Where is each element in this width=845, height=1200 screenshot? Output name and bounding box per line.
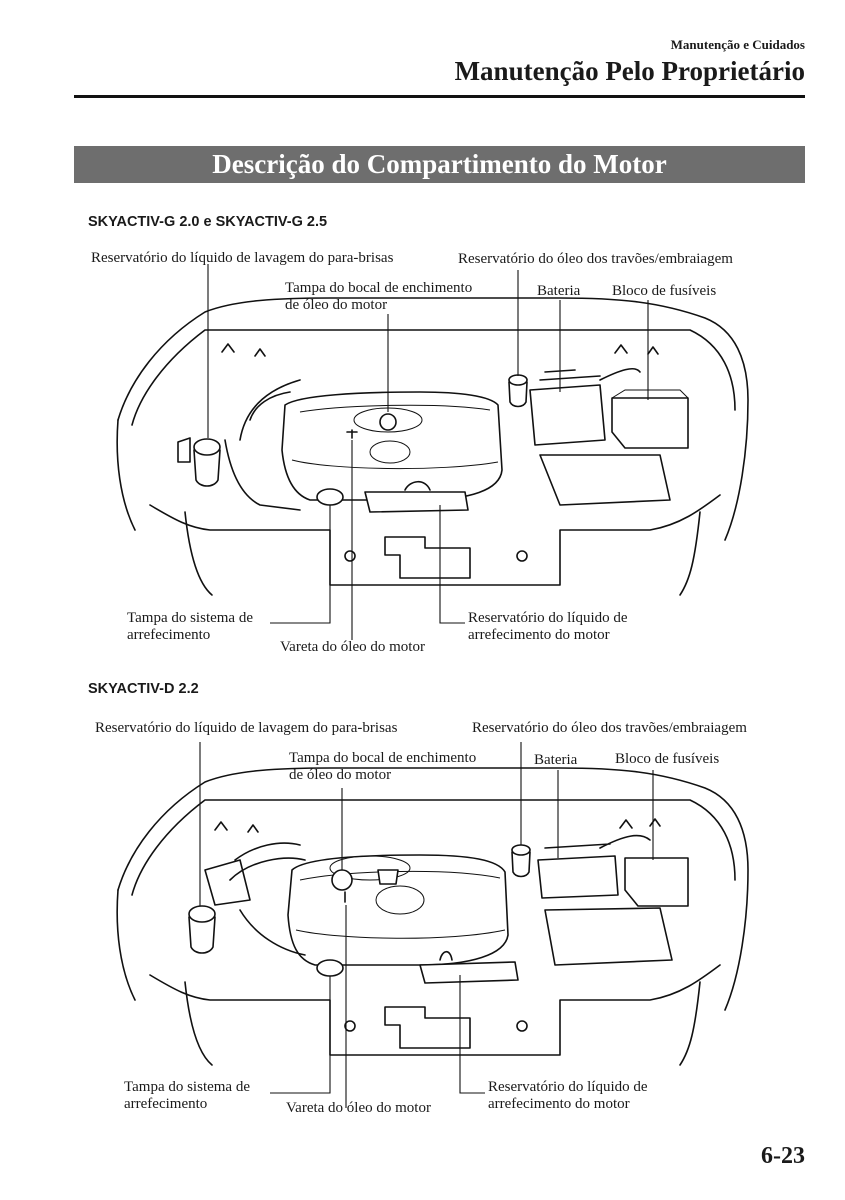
label-battery: Bateria bbox=[534, 752, 578, 768]
label-oil-dipstick: Vareta do óleo do motor bbox=[286, 1100, 431, 1116]
label-washer-reservoir: Reservatório do líquido de lavagem do pa… bbox=[95, 720, 398, 736]
label-battery: Bateria bbox=[537, 283, 581, 299]
label-coolant-reservoir-line1: Reservatório do líquido de bbox=[468, 610, 628, 626]
diagram-1-title: SKYACTIV-G 2.0 e SKYACTIV-G 2.5 bbox=[88, 214, 328, 230]
label-oil-filler-cap-line1: Tampa do bocal de enchimento bbox=[289, 750, 477, 766]
label-oil-dipstick: Vareta do óleo do motor bbox=[280, 639, 425, 655]
label-coolant-cap-line2: arrefecimento bbox=[124, 1096, 208, 1112]
section-title: Manutenção e Cuidados bbox=[670, 37, 805, 52]
label-oil-filler-cap-line2: de óleo do motor bbox=[285, 297, 388, 313]
page-banner: Descrição do Compartimento do Motor bbox=[74, 146, 805, 183]
label-coolant-reservoir-line2: arrefecimento do motor bbox=[488, 1096, 630, 1112]
label-coolant-cap-line1: Tampa do sistema de bbox=[124, 1079, 250, 1095]
diagram-2-title: SKYACTIV-D 2.2 bbox=[88, 681, 199, 697]
label-fuse-block: Bloco de fusíveis bbox=[615, 751, 720, 767]
label-coolant-cap-line1: Tampa do sistema de bbox=[127, 610, 253, 626]
engine-diagram-skyactiv-g bbox=[116, 264, 749, 640]
label-brake-fluid-reservoir: Reservatório do óleo dos travões/embraia… bbox=[472, 720, 747, 736]
label-coolant-reservoir-line2: arrefecimento do motor bbox=[468, 627, 610, 643]
label-brake-fluid-reservoir: Reservatório do óleo dos travões/embraia… bbox=[458, 251, 733, 267]
page-number: 6-23 bbox=[761, 1143, 805, 1169]
label-fuse-block: Bloco de fusíveis bbox=[612, 283, 717, 299]
header-rule bbox=[74, 95, 805, 98]
label-washer-reservoir: Reservatório do líquido de lavagem do pa… bbox=[91, 250, 394, 266]
label-oil-filler-cap-line2: de óleo do motor bbox=[289, 767, 392, 783]
chapter-title: Manutenção Pelo Proprietário bbox=[454, 56, 805, 86]
label-coolant-reservoir-line1: Reservatório do líquido de bbox=[488, 1079, 648, 1095]
label-oil-filler-cap-line1: Tampa do bocal de enchimento bbox=[285, 280, 473, 296]
label-coolant-cap-line2: arrefecimento bbox=[127, 627, 211, 643]
engine-diagram-skyactiv-d bbox=[116, 742, 749, 1108]
